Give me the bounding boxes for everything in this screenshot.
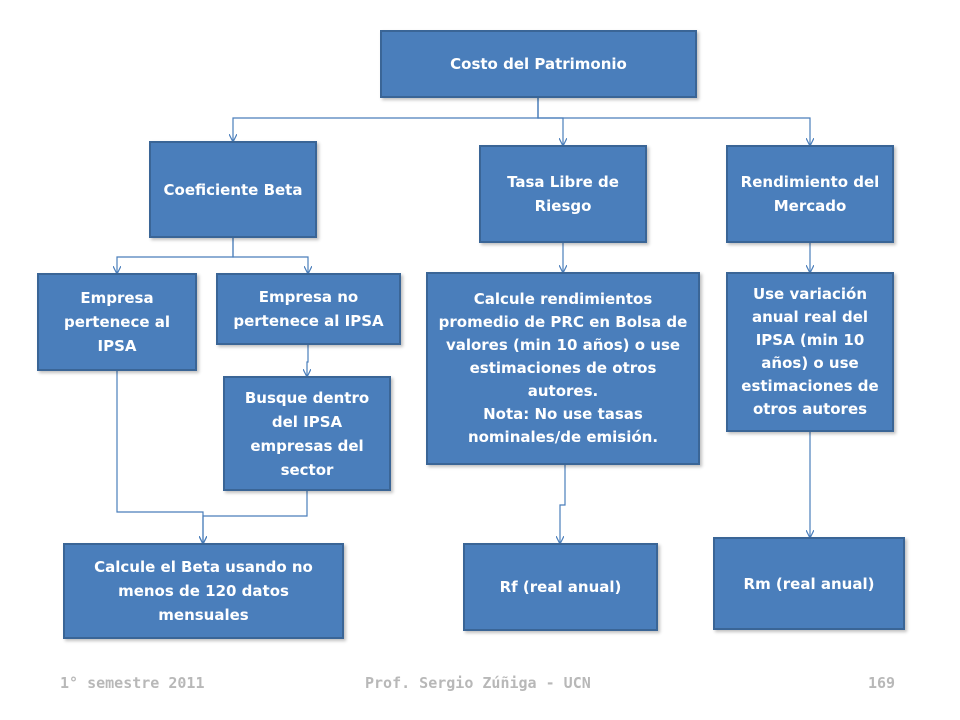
- box-empresa-no-pertenece-ipsa: Empresa no pertenece al IPSA: [216, 273, 401, 345]
- connector-root-riskfree: [537, 97, 563, 145]
- footer-author: Prof. Sergio Zúñiga - UCN: [365, 674, 591, 692]
- box-tasa-libre-riesgo: Tasa Libre de Riesgo: [479, 145, 647, 243]
- box-coeficiente-beta: Coeficiente Beta: [149, 141, 317, 238]
- box-busque-empresas-sector: Busque dentro del IPSA empresas del sect…: [223, 376, 391, 491]
- box-rm-real-anual: Rm (real anual): [713, 537, 905, 630]
- footer-semester: 1° semestre 2011: [60, 674, 205, 692]
- box-costo-patrimonio: Costo del Patrimonio: [380, 30, 697, 98]
- connector-not-ipsa-search: [307, 345, 308, 376]
- connector-in-ipsa-calc: [116, 371, 203, 543]
- footer-page-number: 169: [868, 674, 896, 692]
- connector-search-calc: [203, 490, 308, 543]
- box-calcule-rendimientos: Calcule rendimientos promedio de PRC en …: [426, 272, 700, 465]
- connector-root-beta: [233, 97, 539, 141]
- box-rendimiento-mercado: Rendimiento del Mercado: [726, 145, 894, 243]
- box-rf-real-anual: Rf (real anual): [463, 543, 658, 631]
- connector-root-market: [537, 97, 810, 145]
- connector-beta-in-ipsa: [117, 238, 234, 273]
- box-use-variacion-ipsa: Use variación anual real del IPSA (min 1…: [726, 272, 894, 432]
- connector-method-rf: [560, 465, 566, 543]
- connector-beta-not-ipsa: [232, 238, 308, 273]
- box-empresa-pertenece-ipsa: Empresa pertenece al IPSA: [37, 273, 197, 371]
- box-calcule-beta: Calcule el Beta usando no menos de 120 d…: [63, 543, 344, 639]
